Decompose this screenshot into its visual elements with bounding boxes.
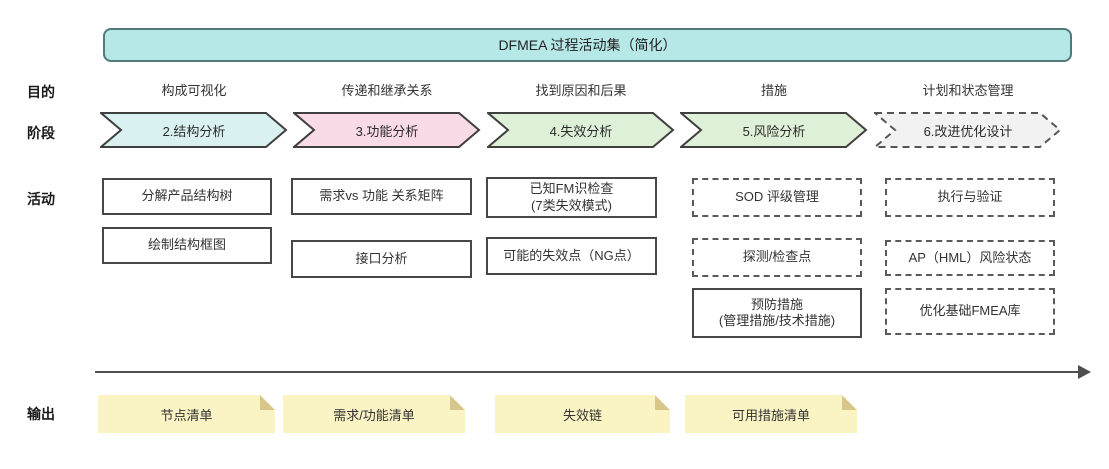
purpose-plan-status: 计划和状态管理 (922, 83, 1014, 98)
activity-box-structure-block-diagram: 绘制结构框图 (102, 227, 272, 264)
phase-label: 2.结构分析 (162, 123, 226, 139)
activity-box-prevention-measures: 预防措施 (管理措施/技术措施) (692, 288, 862, 338)
phase-label: 4.失效分析 (549, 123, 613, 139)
output-note-label: 需求/功能清单 (333, 407, 415, 423)
folded-corner-icon (655, 395, 670, 410)
phase-label: 3.功能分析 (355, 123, 419, 139)
phase-label: 5.风险分析 (742, 123, 806, 139)
output-note-failure-chain: 失效链 (495, 395, 670, 433)
phase-arrow-risk-analysis: 5.风险分析 (680, 112, 868, 148)
activity-box-product-structure-tree: 分解产品结构树 (102, 178, 272, 215)
phase-arrow-failure-analysis: 4.失效分析 (487, 112, 675, 148)
chevron-arrow-shape (100, 112, 288, 148)
activity-box-optimize-base-fmea: 优化基础FMEA库 (885, 288, 1055, 335)
purpose-transfer-inheritance: 传递和继承关系 (341, 83, 433, 98)
output-note-node-list: 节点清单 (98, 395, 275, 433)
row-label-phase: 阶段 (27, 125, 55, 141)
folded-corner-icon (842, 395, 857, 410)
chevron-arrow-shape (874, 112, 1062, 148)
folded-corner-icon (260, 395, 275, 410)
row-label-purpose: 目的 (27, 84, 55, 100)
activity-box-detection-checkpoints: 探测/检查点 (692, 238, 862, 277)
purpose-structure-visualization: 构成可视化 (161, 83, 227, 98)
phase-arrow-structure-analysis: 2.结构分析 (100, 112, 288, 148)
activity-box-possible-failure-points: 可能的失效点（NG点） (486, 237, 657, 275)
chevron-arrow-shape (680, 112, 868, 148)
output-note-label: 可用措施清单 (731, 407, 810, 423)
chevron-arrow-shape (487, 112, 675, 148)
diagram-title-banner: DFMEA 过程活动集（简化） (103, 28, 1072, 62)
phase-arrow-function-analysis: 3.功能分析 (293, 112, 481, 148)
output-note-available-measures-list: 可用措施清单 (685, 395, 857, 433)
purpose-measures: 措施 (760, 83, 787, 98)
activity-box-known-fm-check: 已知FM识检查 (7类失效模式) (486, 177, 657, 218)
activity-box-interface-analysis: 接口分析 (291, 240, 472, 278)
chevron-arrow-shape (293, 112, 481, 148)
output-note-label: 节点清单 (160, 407, 213, 423)
folded-corner-icon (450, 395, 465, 410)
activity-box-ap-hml-risk-status: AP（HML）风险状态 (885, 240, 1055, 276)
purpose-cause-effect: 找到原因和后果 (535, 83, 627, 98)
activity-box-sod-rating: SOD 评级管理 (692, 178, 862, 217)
diagram-title: DFMEA 过程活动集（简化） (498, 37, 677, 53)
timeline-arrow-head-icon (1078, 365, 1091, 379)
row-label-output: 输出 (27, 406, 55, 422)
activity-box-execute-verify: 执行与验证 (885, 178, 1055, 217)
timeline-arrow-line (95, 371, 1080, 373)
row-label-activity: 活动 (27, 191, 55, 207)
output-note-label: 失效链 (562, 407, 602, 423)
output-note-req-function-list: 需求/功能清单 (283, 395, 465, 433)
phase-arrow-optimization: 6.改进优化设计 (874, 112, 1062, 148)
phase-label: 6.改进优化设计 (923, 123, 1013, 139)
activity-box-req-vs-function-matrix: 需求vs 功能 关系矩阵 (291, 178, 472, 215)
